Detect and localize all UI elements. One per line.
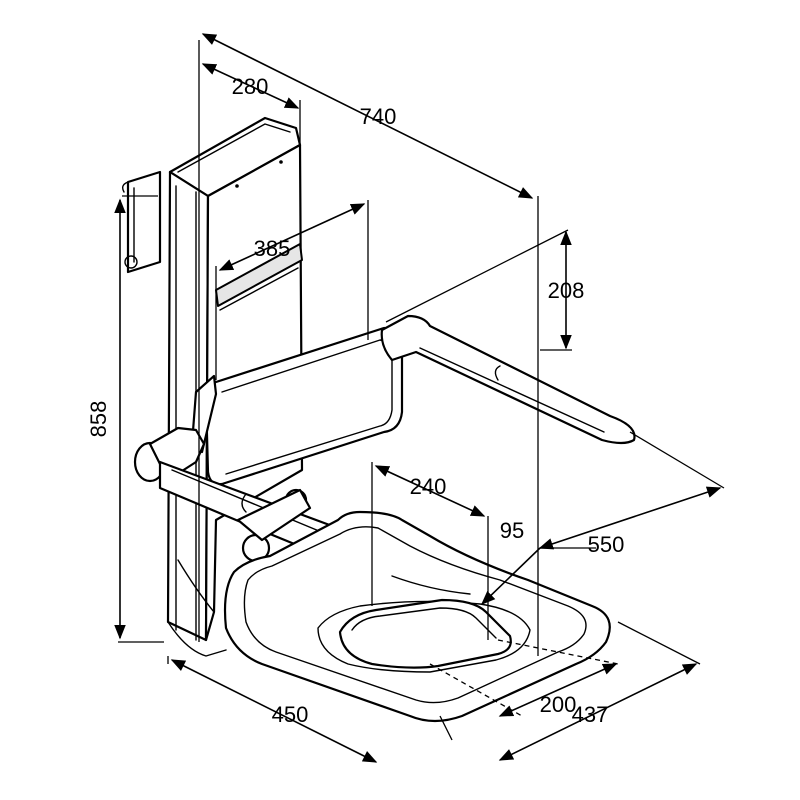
label-208: 208	[548, 278, 585, 303]
dimension-385: 385	[215, 200, 369, 380]
dimension-240: 240	[371, 462, 489, 640]
label-240: 240	[410, 474, 447, 499]
seat-hinge	[236, 488, 312, 563]
label-550: 550	[588, 532, 625, 557]
wall-bracket	[121, 170, 162, 274]
label-450: 450	[272, 702, 309, 727]
dimension-95: 95	[480, 518, 541, 606]
dimension-450: 450	[167, 656, 453, 763]
label-858: 858	[86, 401, 111, 438]
dimension-858: 858	[86, 195, 164, 643]
armrest-right	[380, 314, 636, 445]
dimension-208: 208	[385, 229, 585, 351]
label-385: 385	[254, 236, 291, 261]
dimension-550: 550	[538, 431, 725, 557]
label-740: 740	[360, 104, 397, 129]
dimension-437: 437	[498, 621, 701, 761]
label-437: 437	[572, 702, 609, 727]
dimension-740: 740	[201, 33, 539, 656]
label-95: 95	[500, 518, 524, 543]
label-280: 280	[232, 74, 269, 99]
